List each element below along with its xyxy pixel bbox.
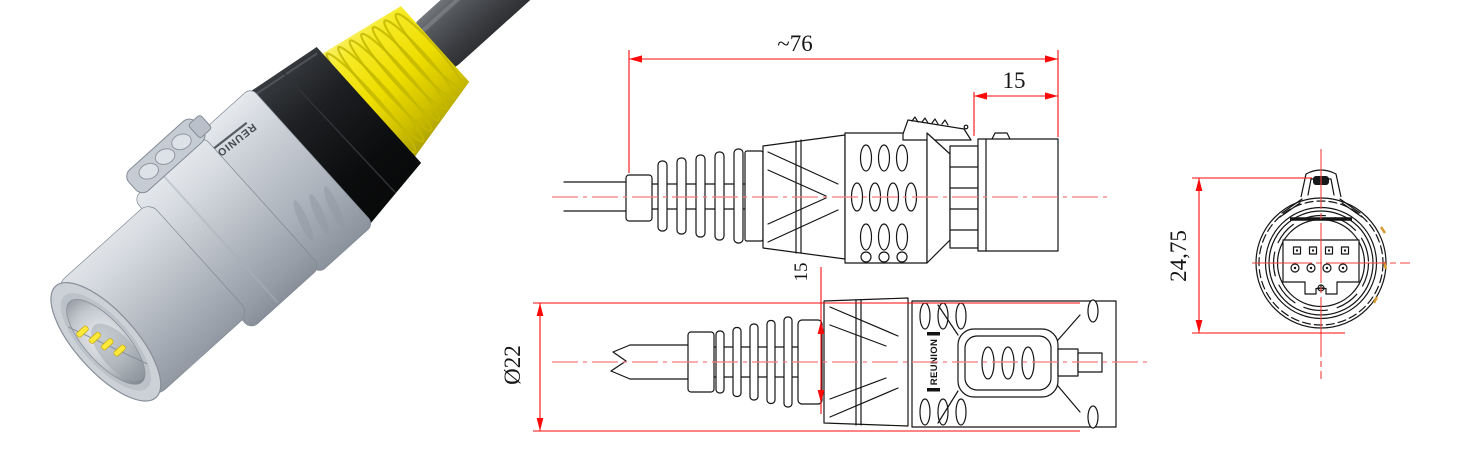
connector-latch xyxy=(126,115,212,194)
connector-front-face xyxy=(50,281,162,402)
shell-body-b: REUNION xyxy=(911,299,1117,429)
cable-break-lines xyxy=(610,344,691,380)
dim-front-height: 24,75 xyxy=(1166,177,1345,334)
dim-label-front-height: 24,75 xyxy=(1166,230,1191,282)
front-view: 24,75 xyxy=(1166,149,1410,379)
connector-ring xyxy=(246,46,422,229)
photo-3d-render: REUNION xyxy=(50,0,589,402)
latch-side-b xyxy=(957,328,1059,398)
pin-grid xyxy=(1290,246,1350,292)
connector-boot xyxy=(319,6,470,160)
dim-label-boot-diameter: 15 xyxy=(791,263,812,282)
boot-ribs xyxy=(657,148,744,244)
connector-body xyxy=(198,90,372,271)
boot-flange xyxy=(744,150,764,242)
dim-body-diameter: Ø22 xyxy=(500,302,1080,432)
ring-section xyxy=(926,132,979,264)
cable-lines xyxy=(563,181,629,212)
dim-boot-diameter: 15 xyxy=(791,263,825,414)
side-view-bottom: REUNION Ø22 xyxy=(500,263,1150,432)
mating-plug xyxy=(977,132,1059,252)
crosshair-centerlines xyxy=(1252,149,1410,379)
dim-label-mating-length: 15 xyxy=(1003,68,1026,93)
latch-lever-top xyxy=(902,116,972,141)
connector-barrel xyxy=(60,206,246,393)
connector-pins xyxy=(76,325,126,357)
boot-entry-collar xyxy=(625,174,653,222)
side-view-top: ~76 15 xyxy=(552,31,1112,264)
connector-cable xyxy=(413,0,589,69)
dim-overall-length: ~76 xyxy=(628,31,1059,173)
dim-label-overall-length: ~76 xyxy=(777,31,812,56)
brand-underline xyxy=(209,121,248,152)
dim-mating-length: 15 xyxy=(973,68,1058,136)
knurl-section xyxy=(844,132,928,264)
dim-label-body-diameter: Ø22 xyxy=(500,345,525,385)
